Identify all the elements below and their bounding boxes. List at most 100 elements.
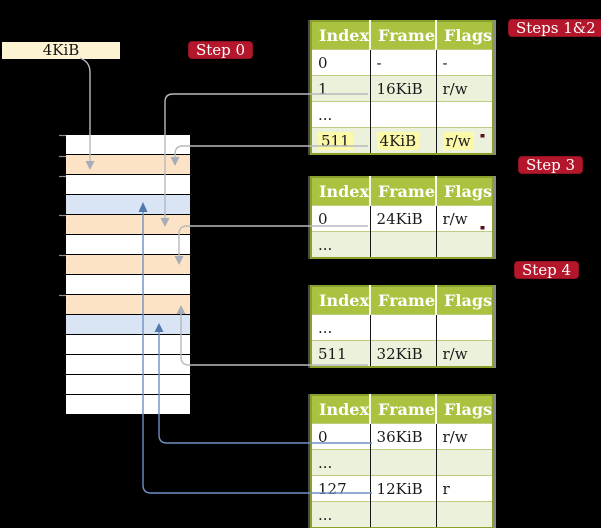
column-header-flags: Flags (435, 21, 494, 50)
memory-tick-marks (59, 134, 66, 297)
table-cell: ... (311, 231, 371, 258)
cell-text: 1 (318, 79, 328, 98)
table-cell: r/w (435, 127, 494, 154)
table-row: ... (311, 449, 494, 476)
table-cell: 36KiB (369, 423, 437, 450)
table-cell: - (369, 49, 437, 76)
table-cell (369, 101, 437, 128)
table-row: ... (311, 501, 494, 528)
step-4-badge: Step 4 (514, 261, 580, 279)
table-cell: r (435, 475, 494, 502)
cell-text: 24KiB (376, 209, 423, 228)
memory-row-orange (66, 215, 190, 234)
cell-text: r/w (442, 209, 468, 228)
table-row: ... (311, 314, 494, 341)
table-cell: r/w (435, 340, 494, 367)
cell-text: 32KiB (376, 344, 423, 363)
table-cell: ... (311, 449, 371, 476)
table-row: 0-- (311, 49, 494, 76)
cell-text: r/w (442, 344, 468, 363)
table-cell (435, 101, 494, 128)
table-cell (435, 501, 494, 528)
cell-text: 4KiB (376, 131, 420, 150)
table-cell: 4KiB (369, 127, 437, 154)
table-cell (435, 449, 494, 476)
table-cell (369, 231, 437, 258)
table-cell: 32KiB (369, 340, 437, 367)
memory-row-white (66, 375, 190, 394)
table-cell: 1 (311, 75, 371, 102)
memory-row-orange (66, 155, 190, 174)
table-row: 1 16KiB r/w (311, 75, 494, 102)
column-header-frame: Frame (369, 286, 437, 315)
column-header-frame: Frame (369, 395, 437, 424)
cell-text: ... (318, 318, 333, 337)
column-header-frame: Frame (369, 177, 437, 206)
table-row: ... (311, 101, 494, 128)
cell-text: 0 (318, 427, 328, 446)
cell-text: 0 (318, 209, 328, 228)
memory-row-white (66, 175, 190, 194)
column-header-index: Index (311, 395, 371, 424)
cell-text: 511 (318, 344, 347, 363)
column-header-flags: Flags (435, 286, 494, 315)
table-row: 511 32KiB r/w (311, 340, 494, 367)
memory-row-white (66, 395, 190, 414)
table-cell: ... (311, 501, 371, 528)
table-cell: ... (311, 101, 371, 128)
table-cell: 511 (311, 340, 371, 367)
table-cell: 24KiB (369, 205, 437, 232)
cell-text: r/w (442, 79, 468, 98)
step-0-badge: Step 0 (188, 41, 254, 59)
table-row: 127 12KiB r (311, 475, 494, 502)
table-cell (435, 314, 494, 341)
table-cell: r/w (435, 205, 494, 232)
memory-row-white (66, 235, 190, 254)
cell-text: 511 (318, 131, 353, 150)
cell-text: ... (318, 505, 333, 524)
memory-row-white (66, 135, 190, 154)
memory-row-white (66, 355, 190, 374)
table-cell: 16KiB (369, 75, 437, 102)
column-header-index: Index (311, 286, 371, 315)
physical-memory-map (66, 135, 190, 415)
column-header-flags: Flags (435, 395, 494, 424)
steps-1-2-badge: Steps 1&2 (508, 19, 601, 37)
cell-text: ... (318, 453, 333, 472)
column-header-flags: Flags (435, 177, 494, 206)
table-cell: 0 (311, 49, 371, 76)
table-cell: 0 (311, 423, 371, 450)
table-cell (369, 449, 437, 476)
cell-text: r/w (442, 131, 474, 150)
cell-text: - (376, 53, 382, 72)
cell-text: 36KiB (376, 427, 423, 446)
free-frame-box: 4KiB (2, 42, 120, 59)
cell-text: 12KiB (376, 479, 423, 498)
table-cell (369, 314, 437, 341)
table-cell (435, 231, 494, 258)
cell-text: ... (318, 105, 333, 124)
memory-row-orange (66, 255, 190, 274)
cell-text: r (442, 479, 450, 498)
table-cell: 12KiB (369, 475, 437, 502)
table-row: ... (311, 231, 494, 258)
table-cell: 127 (311, 475, 371, 502)
memory-row-white (66, 275, 190, 294)
step-3-badge: Step 3 (518, 156, 584, 174)
table-cell (369, 501, 437, 528)
column-header-index: Index (311, 21, 371, 50)
column-header-index: Index (311, 177, 371, 206)
table-cell: r/w (435, 75, 494, 102)
table-row: 511 4KiB r/w (311, 127, 494, 154)
memory-row-blue (66, 195, 190, 214)
cell-text: 0 (318, 53, 328, 72)
memory-row-blue (66, 315, 190, 334)
column-header-frame: Frame (369, 21, 437, 50)
cell-text: 16KiB (376, 79, 423, 98)
cell-text: ... (318, 235, 333, 254)
